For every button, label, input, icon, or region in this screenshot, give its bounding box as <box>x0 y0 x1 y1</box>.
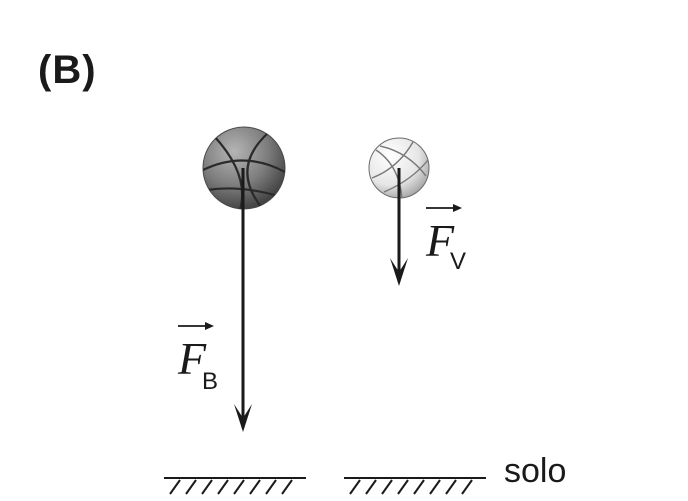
ground-label: solo <box>504 452 567 490</box>
force-label-volleyball: F <box>426 215 455 266</box>
force-subscript-volleyball: V <box>450 248 467 275</box>
force-arrow-icon <box>390 168 408 286</box>
force-arrow-icon <box>234 168 252 432</box>
force-subscript-basketball: B <box>202 368 219 395</box>
vector-arrow-icon <box>178 322 214 330</box>
ground-hatch-icon <box>344 477 486 495</box>
force-label-basketball: F <box>178 333 207 384</box>
ground-hatch-icon <box>164 477 306 495</box>
panel-label: (B) <box>38 48 97 92</box>
vector-arrow-icon <box>426 204 462 212</box>
